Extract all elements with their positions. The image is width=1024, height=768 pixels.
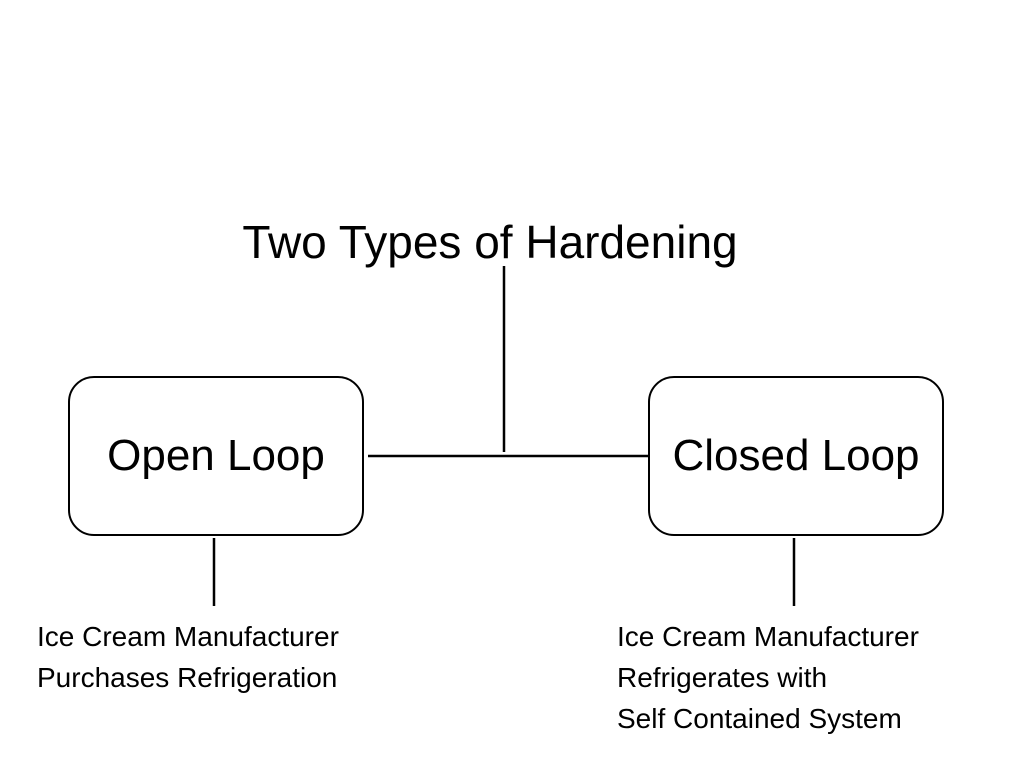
closed-loop-description-line: Ice Cream Manufacturer — [617, 621, 919, 652]
open-loop-description: Ice Cream Manufacturer Purchases Refrige… — [37, 616, 339, 698]
open-loop-description-line: Purchases Refrigeration — [37, 662, 338, 693]
closed-loop-description: Ice Cream Manufacturer Refrigerates with… — [617, 616, 919, 739]
diagram-title: Two Types of Hardening — [242, 216, 738, 268]
open-loop-box: Open Loop — [68, 376, 364, 536]
closed-loop-label: Closed Loop — [672, 431, 920, 480]
closed-loop-description-line: Refrigerates with — [617, 662, 828, 693]
open-loop-description-line: Ice Cream Manufacturer — [37, 621, 339, 652]
open-loop-label: Open Loop — [107, 431, 325, 480]
closed-loop-description-line: Self Contained System — [617, 703, 902, 734]
closed-loop-box: Closed Loop — [648, 376, 944, 536]
